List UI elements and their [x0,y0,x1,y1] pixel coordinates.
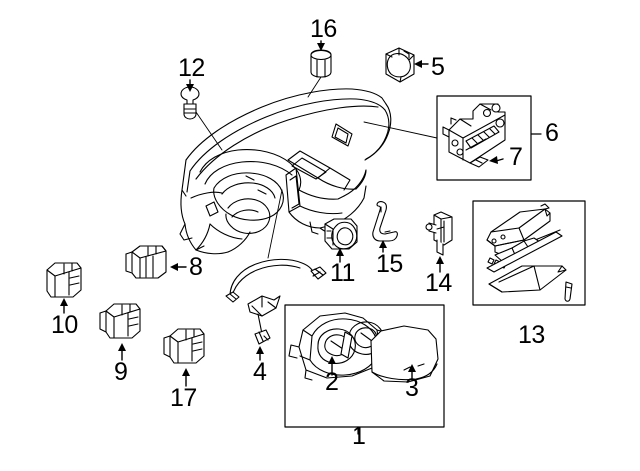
callout-label-11: 11 [330,259,355,287]
callout-label-8: 8 [189,253,203,281]
callout-4-arrow [256,346,264,361]
instrument-panel-illustration [179,88,392,255]
part-16-plug [307,49,332,98]
part-9-switch [99,303,141,339]
callout-label-17: 17 [170,384,197,412]
callout-label-10: 10 [51,311,78,339]
callout-label-9: 9 [114,358,128,386]
part-10-switch [46,262,82,298]
callout-16-arrow [317,40,325,51]
group-box-1 [284,304,445,435]
callout-label-3: 3 [405,374,419,402]
callout-10-arrow [60,298,68,314]
callout-7-arrow [489,156,504,164]
callout-label-16: 16 [310,15,337,43]
callout-label-7: 7 [509,143,523,171]
part-11-ignition-ring [324,218,358,250]
callout-5-arrow [414,60,429,68]
callout-label-5: 5 [431,53,445,81]
group-box-13 [472,200,586,306]
callout-3-arrow [408,364,416,381]
callout-14-arrow [436,256,444,273]
callout-label-13: 13 [518,321,545,349]
callout-label-4: 4 [253,358,267,386]
callout-label-2: 2 [325,368,339,396]
part-14-relay [425,211,453,256]
callout-label-1: 1 [352,422,366,450]
callout-11-arrow [336,248,344,263]
part-17-switch [163,328,205,364]
part-4-wire-harness [225,189,327,345]
part-15-hook [372,201,398,242]
callout-2-arrow [328,356,336,376]
callout-17-arrow [182,368,190,387]
callout-label-12: 12 [178,54,205,82]
callout-15-arrow [379,240,387,253]
callout-8-arrow [170,263,187,271]
part-5-bezel [385,47,415,83]
part-12-clip [180,86,223,151]
part-8-switch [125,245,167,279]
callout-12-arrow [186,79,194,92]
group-box-6 [363,95,542,181]
callout-label-14: 14 [425,269,452,297]
callout-label-15: 15 [376,250,403,278]
callout-9-arrow [118,343,126,361]
callout-label-6: 6 [545,119,559,147]
